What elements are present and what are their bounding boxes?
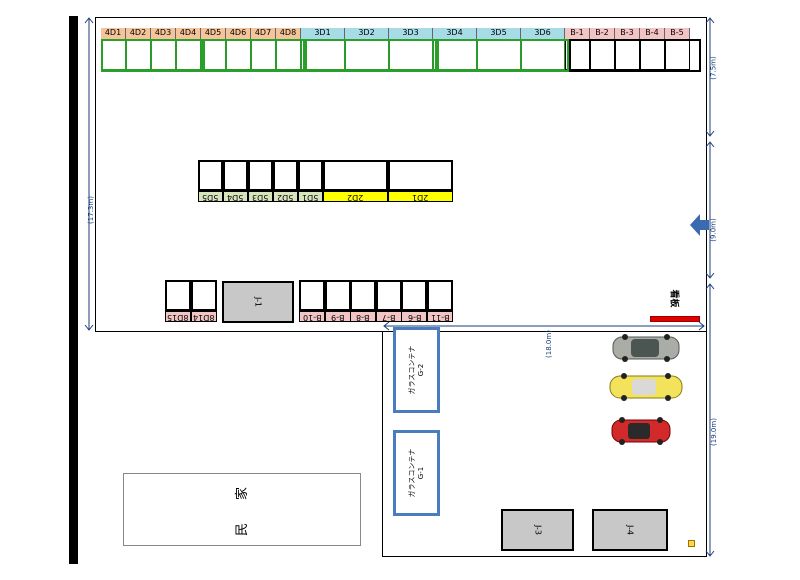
container-j4: J-4 [592,509,668,551]
bl-slot-label: 8D14 [191,311,217,322]
top-slot-label: 4D4 [176,28,201,40]
top-slot-label: 3D3 [389,28,433,40]
yellow-slot [388,160,453,191]
entrance-arrow-icon [690,214,709,236]
bl-slot-label: 8D15 [165,311,191,322]
mid-slot-label: 5D4 [223,191,248,202]
mid-slot-label: 5D5 [198,191,223,202]
bb-slot [401,280,428,311]
dim-17-3: (17.3m) [86,196,95,224]
mid-slot-label: 5D3 [248,191,273,202]
bb-slot-label: B-6 [401,311,428,322]
bb-slot [375,280,402,311]
top-slot-label: 4D7 [251,28,276,40]
bb-slot-label: B-9 [324,311,351,322]
group-outline [101,39,203,72]
yellow-car [609,373,683,401]
top-slot-label: 3D1 [301,28,345,40]
top-slot-label: 3D5 [477,28,521,40]
marker-square [688,540,695,547]
group-outline [437,39,569,72]
bl-slot [165,280,191,311]
mid-slot [223,160,248,191]
mid-slot-label: 5D1 [298,191,323,202]
top-slot-label: B-4 [640,28,665,40]
container-j3: J-3 [501,509,574,551]
top-slot-label: B-2 [590,28,615,40]
yellow-slot [323,160,388,191]
container-j1: J-1 [222,281,294,323]
group-outline [569,39,701,72]
bb-slot [324,280,351,311]
mid-slot [298,160,323,191]
top-slot-label: B-5 [665,28,690,40]
top-slot-label: 4D2 [126,28,151,40]
bb-slot [427,280,453,311]
top-slot-label: 3D6 [521,28,565,40]
top-slot-label: B-3 [615,28,640,40]
silver-car [612,334,680,362]
site-outline-lower [382,331,707,557]
bb-slot-label: B-7 [375,311,402,322]
bb-slot-label: B-11 [427,311,453,322]
group-outline [305,39,437,72]
mid-slot [273,160,298,191]
red-car [611,417,671,445]
top-slot-label: 3D2 [345,28,389,40]
group-outline [203,39,305,72]
mid-slot [248,160,273,191]
bl-slot [191,280,217,311]
top-slot-label: B-1 [565,28,590,40]
bb-slot-label: B-8 [350,311,377,322]
left-wall [69,16,78,564]
top-slot-label: 4D3 [151,28,176,40]
dim-18-0: (18.0m) [544,330,553,358]
top-slot-label: 3D4 [433,28,477,40]
bb-slot [350,280,377,311]
signboard-bar [650,316,700,322]
mid-slot-label: 5D2 [273,191,298,202]
dim-19-0: (19.0m) [709,418,718,446]
top-slot-label: 4D6 [226,28,251,40]
dim-7-5: (7.5m) [709,56,718,80]
yellow-slot-label: 2D1 [388,191,453,202]
bb-slot [299,280,325,311]
dim-9-0: (9.0m) [709,218,718,242]
top-slot-label: 4D5 [201,28,226,40]
top-slot-label: 4D8 [276,28,301,40]
bb-slot-label: B-10 [299,311,325,322]
top-slot-label: 4D1 [101,28,126,40]
yellow-slot-label: 2D2 [323,191,388,202]
mid-slot [198,160,223,191]
neighbor-house: 家 民 [123,473,361,546]
